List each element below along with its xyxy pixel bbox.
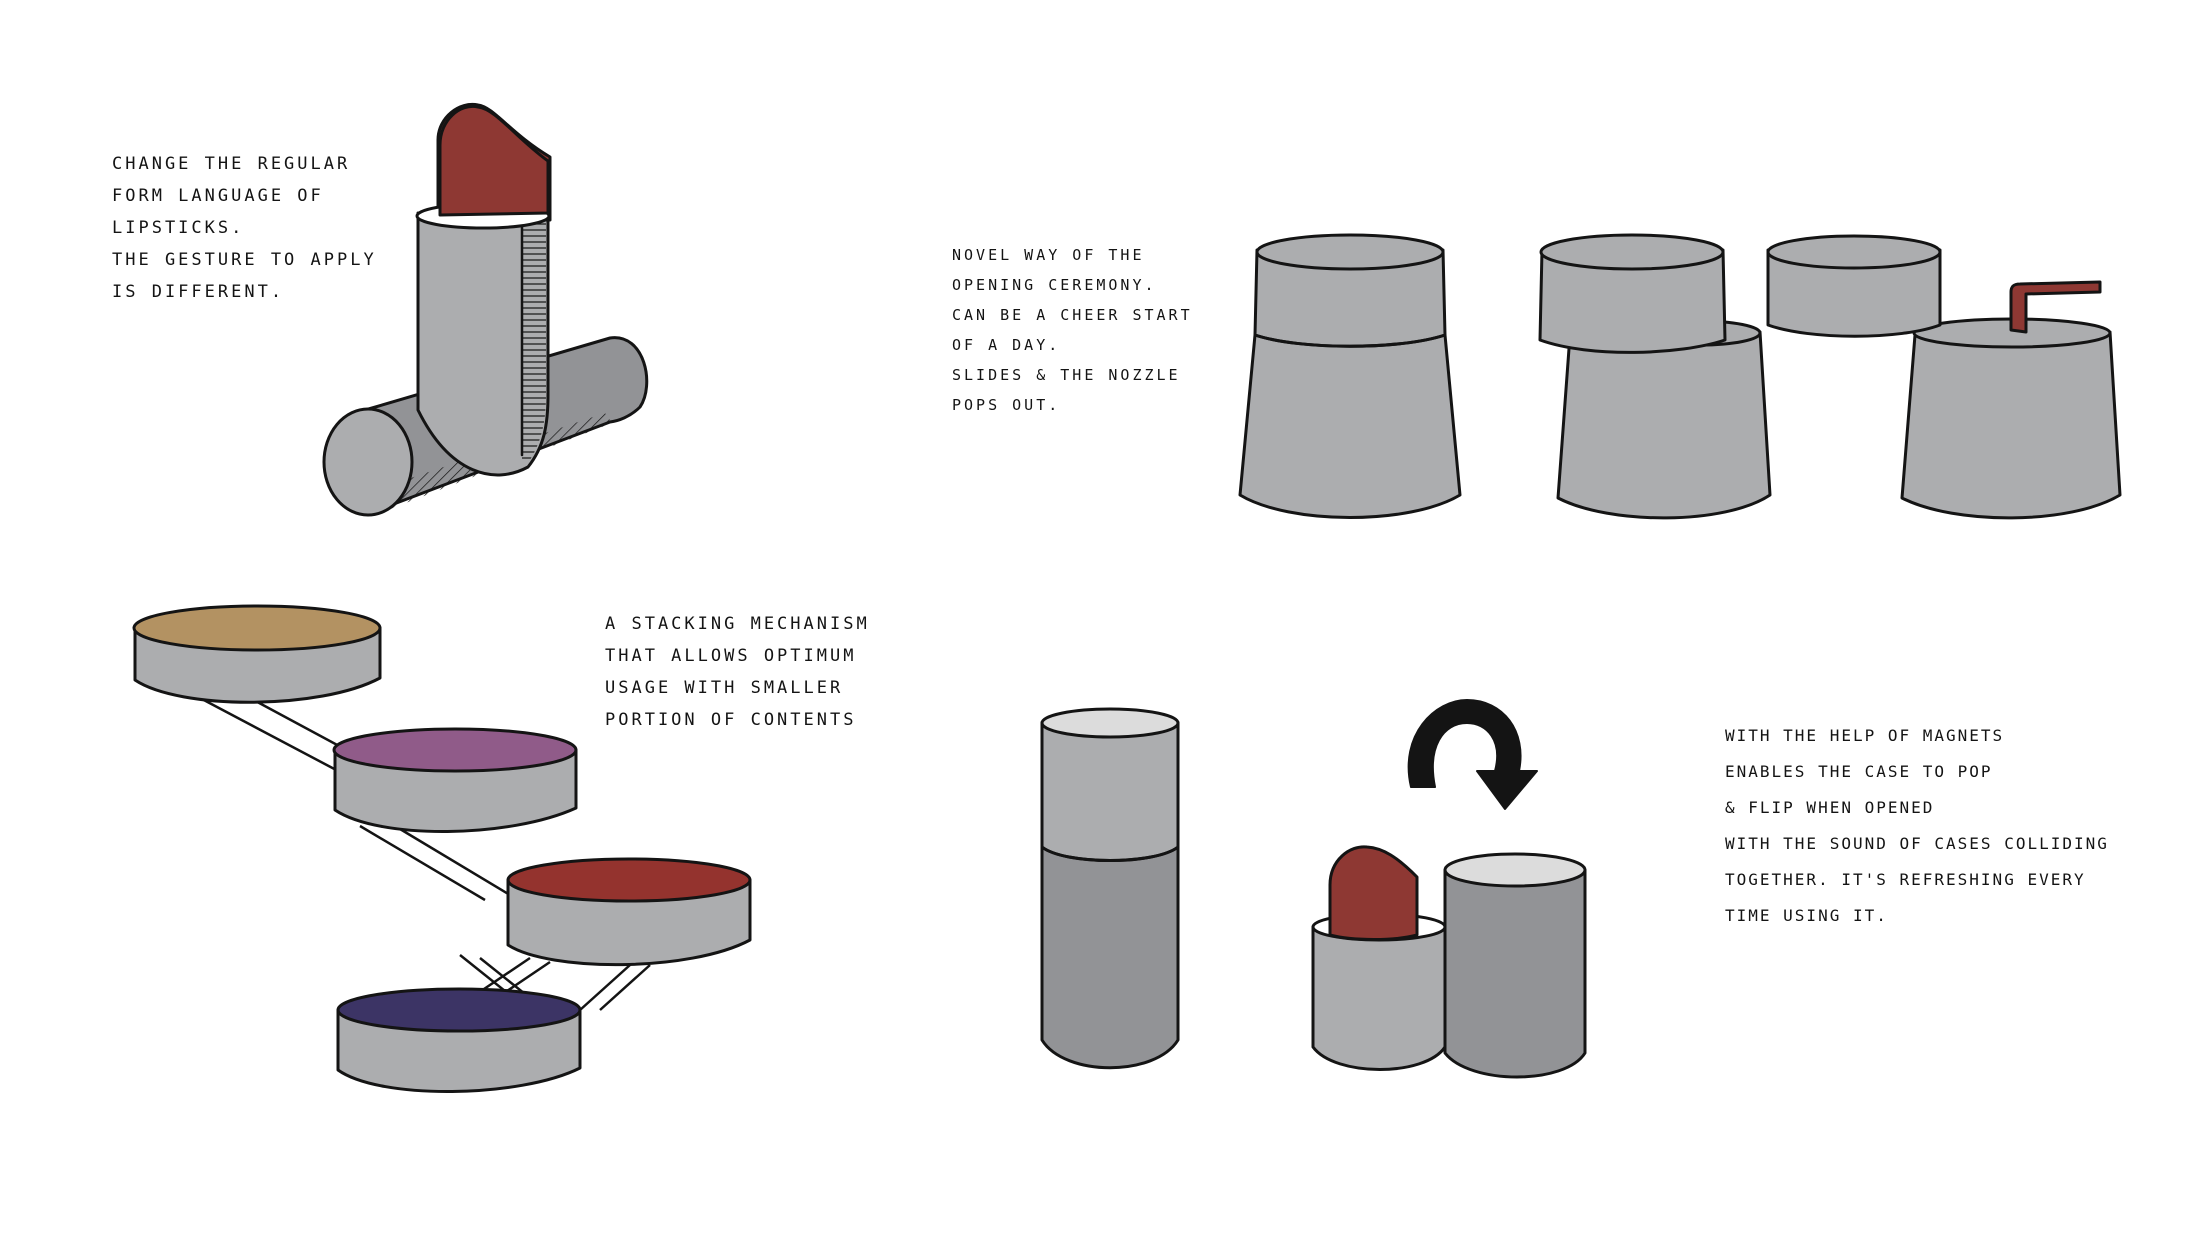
note-line: WITH THE HELP OF MAGNETS bbox=[1725, 726, 2005, 745]
flipped-cap bbox=[1443, 852, 1587, 1079]
note-line: USAGE WITH SMALLER bbox=[605, 678, 844, 698]
note-line: WITH THE SOUND OF CASES COLLIDING bbox=[1725, 834, 2109, 853]
lipstick-bullet bbox=[1328, 845, 1419, 941]
note-line: ENABLES THE CASE TO POP bbox=[1725, 762, 1993, 781]
sliding-cap-sequence-sketch bbox=[1238, 233, 2122, 520]
note-line: IS DIFFERENT. bbox=[112, 282, 285, 302]
sliding-case bbox=[1538, 233, 1772, 520]
opened-magnetic-case-sketch bbox=[1311, 845, 1587, 1079]
note-line: TIME USING IT. bbox=[1725, 906, 1888, 925]
note-line: LIPSTICKS. bbox=[112, 218, 245, 238]
t-shape-lipstick-sketch bbox=[322, 102, 649, 517]
pan-purple bbox=[332, 727, 578, 834]
note-line: THE GESTURE TO APPLY bbox=[112, 250, 377, 270]
opened-case bbox=[1766, 234, 2122, 520]
note-line: PORTION OF CONTENTS bbox=[605, 710, 857, 730]
closed-magnetic-case-sketch bbox=[1040, 707, 1180, 1070]
concept2-note: NOVEL WAY OF THE OPENING CEREMONY. CAN B… bbox=[952, 240, 1193, 420]
note-line: NOVEL WAY OF THE bbox=[952, 246, 1145, 264]
stacking-pans-sketch bbox=[132, 604, 752, 1094]
concept3-note: A STACKING MECHANISM THAT ALLOWS OPTIMUM… bbox=[605, 608, 870, 736]
concept4-note: WITH THE HELP OF MAGNETS ENABLES THE CAS… bbox=[1725, 718, 2109, 934]
curved-arrow-icon bbox=[1407, 699, 1538, 810]
note-line: CHANGE THE REGULAR bbox=[112, 154, 351, 174]
pan-navy bbox=[336, 987, 582, 1094]
pan-gold bbox=[132, 604, 382, 704]
note-line: FORM LANGUAGE OF bbox=[112, 186, 324, 206]
note-line: & FLIP WHEN OPENED bbox=[1725, 798, 1935, 817]
note-line: CAN BE A CHEER START bbox=[952, 306, 1193, 324]
note-line: OPENING CEREMONY. bbox=[952, 276, 1157, 294]
nozzle bbox=[2009, 280, 2102, 334]
base-cylinder-end bbox=[322, 407, 414, 517]
pan-red bbox=[506, 857, 752, 967]
note-line: POPS OUT. bbox=[952, 396, 1061, 414]
note-line: OF A DAY. bbox=[952, 336, 1061, 354]
lipstick-base bbox=[1311, 845, 1447, 1071]
note-line: A STACKING MECHANISM bbox=[605, 614, 870, 634]
note-line: SLIDES & THE NOZZLE bbox=[952, 366, 1181, 384]
note-line: TOGETHER. IT'S REFRESHING EVERY bbox=[1725, 870, 2086, 889]
upright-tube bbox=[416, 211, 550, 477]
concept1-note: CHANGE THE REGULAR FORM LANGUAGE OF LIPS… bbox=[112, 148, 377, 308]
note-line: THAT ALLOWS OPTIMUM bbox=[605, 646, 857, 666]
closed-case bbox=[1238, 233, 1462, 519]
